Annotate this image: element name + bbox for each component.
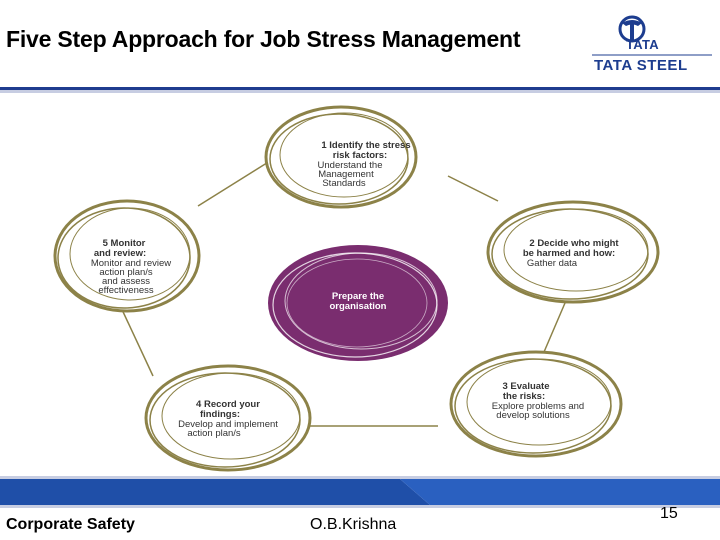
step-5-line-3: Monitor and review	[91, 258, 171, 269]
tata-logo-icon	[592, 15, 712, 56]
step-3-line-1: 3 Evaluate	[503, 381, 550, 392]
step-3-line-2: the risks:	[503, 391, 545, 402]
step-5-line-4: action plan/s	[99, 267, 153, 278]
step-1-line-5: Standards	[322, 178, 366, 189]
slide-title: Five Step Approach for Job Stress Manage…	[6, 26, 521, 52]
five-step-diagram: 1 Identify the stress risk factors: Unde…	[48, 96, 660, 474]
svg-text:risk factors:: risk factors:	[333, 150, 387, 161]
step-1-line-1: 1 Identify the stress	[321, 140, 410, 151]
center-line-2: organisation	[329, 301, 386, 312]
svg-text:1 Identify the stress: 1 Identify the stress	[321, 140, 410, 151]
step-5-line-5: and assess	[102, 276, 150, 287]
center-line-1: Prepare the	[332, 291, 384, 302]
svg-text:organisation: organisation	[329, 301, 386, 312]
svg-text:Gather data: Gather data	[527, 258, 578, 269]
step-2-line-3: Gather data	[527, 258, 578, 269]
center-node: Prepare the organisation	[268, 245, 448, 361]
svg-text:5 Monitor: 5 Monitor	[103, 238, 146, 249]
svg-text:the risks:: the risks:	[503, 391, 545, 402]
step-5-line-6: effectiveness	[98, 285, 154, 296]
svg-text:Management: Management	[318, 169, 374, 180]
svg-text:and review:: and review:	[94, 248, 146, 259]
page-number: 15	[660, 505, 678, 522]
step-4-node: 4 Record your findings: Develop and impl…	[144, 364, 312, 472]
svg-text:Prepare the: Prepare the	[332, 291, 384, 302]
svg-text:action plan/s: action plan/s	[99, 267, 153, 278]
svg-text:Monitor and review: Monitor and review	[91, 258, 171, 269]
svg-text:findings:: findings:	[200, 409, 240, 420]
svg-text:develop solutions: develop solutions	[496, 410, 570, 421]
step-1-line-2: risk factors:	[333, 150, 387, 161]
step-4-line-4: action plan/s	[187, 428, 241, 439]
step-4-line-2: findings:	[200, 409, 240, 420]
svg-text:Develop and implement: Develop and implement	[178, 419, 278, 430]
connector-1-5	[197, 155, 279, 207]
connector-5-4	[117, 300, 154, 377]
footer-band	[0, 476, 720, 508]
svg-text:and assess: and assess	[102, 276, 150, 287]
step-2-line-1: 2 Decide who might	[529, 238, 619, 249]
connector-1-2	[447, 175, 499, 202]
svg-text:action plan/s: action plan/s	[187, 428, 241, 439]
svg-text:Standards: Standards	[322, 178, 366, 189]
step-4-line-3: Develop and implement	[178, 419, 278, 430]
footer-department: Corporate Safety	[6, 516, 135, 533]
svg-text:2 Decide who might: 2 Decide who might	[529, 238, 619, 249]
step-5-line-1: 5 Monitor	[103, 238, 146, 249]
logo-word-main: TATA STEEL	[594, 57, 688, 74]
svg-text:effectiveness: effectiveness	[98, 285, 154, 296]
step-2-line-2: be harmed and how:	[523, 248, 615, 259]
step-2-node: 2 Decide who might be harmed and how: Ga…	[486, 200, 660, 304]
step-3-line-4: develop solutions	[496, 410, 570, 421]
svg-text:4 Record your: 4 Record your	[196, 399, 260, 410]
svg-text:Understand the: Understand the	[318, 160, 383, 171]
step-4-line-1: 4 Record your	[196, 399, 260, 410]
header-rule	[0, 87, 720, 93]
step-3-line-3: Explore problems and	[492, 401, 584, 412]
step-1-node: 1 Identify the stress risk factors: Unde…	[264, 105, 418, 209]
step-3-node: 3 Evaluate the risks: Explore problems a…	[449, 350, 623, 458]
step-5-node: 5 Monitor and review: Monitor and review…	[53, 199, 201, 313]
step-1-line-4: Management	[318, 169, 374, 180]
svg-text:be harmed and how:: be harmed and how:	[523, 248, 615, 259]
step-1-line-3: Understand the	[318, 160, 383, 171]
svg-text:Explore problems and: Explore problems and	[492, 401, 584, 412]
svg-text:3 Evaluate: 3 Evaluate	[503, 381, 550, 392]
logo-word-small: TATA	[626, 37, 659, 52]
footer-presenter: O.B.Krishna	[310, 516, 397, 533]
step-5-line-2: and review:	[94, 248, 146, 259]
